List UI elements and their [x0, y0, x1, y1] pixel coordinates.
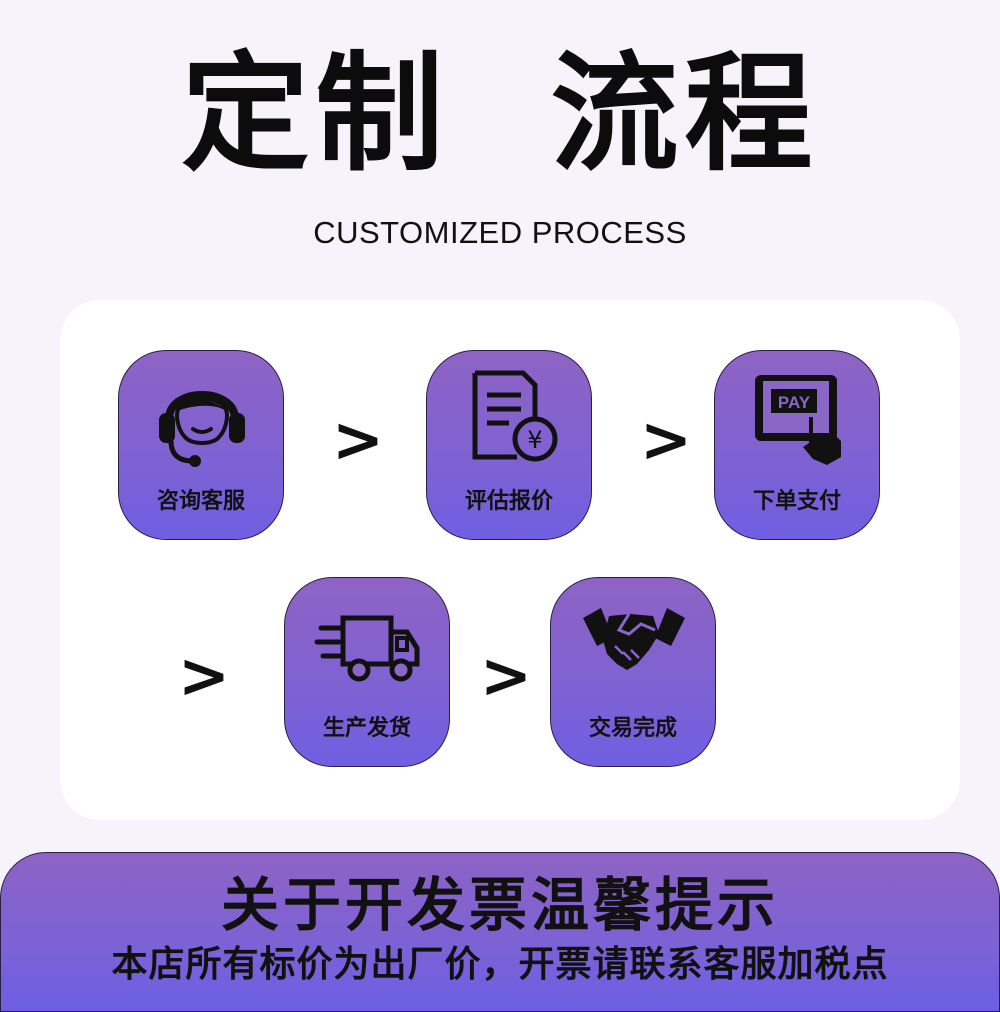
arrow-right-icon: >	[480, 639, 532, 712]
step-consult-card: 咨询客服	[118, 350, 284, 540]
pay-tablet-icon: PAY	[755, 375, 841, 465]
svg-text:PAY: PAY	[778, 393, 811, 412]
arrow-right-icon: >	[178, 639, 230, 712]
step-complete-card: 交易完成	[550, 577, 716, 767]
quote-document-yen-icon: ¥	[472, 370, 558, 462]
customer-service-headset-icon	[159, 391, 245, 467]
page-title: 定制 流程	[181, 40, 819, 189]
step-label: 咨询客服	[156, 489, 245, 514]
step-label: 交易完成	[588, 716, 677, 741]
step-label: 下单支付	[752, 489, 841, 514]
step-shipping-card: 生产发货	[284, 577, 450, 767]
arrow-right-icon: >	[332, 403, 384, 476]
step-quote-card: ¥ 评估报价	[426, 350, 592, 540]
step-label: 生产发货	[322, 716, 411, 741]
invoice-notice-text: 本店所有标价为出厂价，开票请联系客服加税点	[111, 944, 889, 985]
delivery-truck-icon	[314, 615, 420, 682]
arrow-right-icon: >	[640, 403, 692, 476]
step-payment-card: PAY 下单支付	[714, 350, 880, 540]
invoice-notice-title: 关于开发票温馨提示	[220, 871, 779, 939]
page-subtitle: CUSTOMIZED PROCESS	[313, 215, 687, 250]
step-label: 评估报价	[464, 489, 553, 514]
handshake-icon	[583, 608, 685, 670]
svg-text:¥: ¥	[527, 426, 542, 454]
